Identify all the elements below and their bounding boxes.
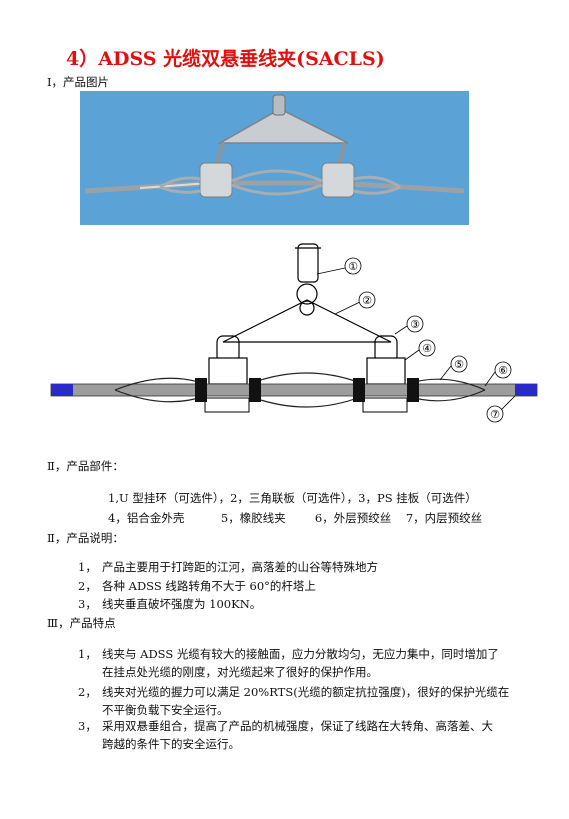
- description-text: 线夹垂直破坏强度为 100KN。: [102, 597, 262, 611]
- description-text: 产品主要用于打跨距的江河，高落差的山谷等特殊地方: [102, 560, 378, 574]
- callout-6: ⑥: [498, 364, 508, 377]
- callout-4: ④: [422, 342, 432, 355]
- feature-line: 线夹与 ADSS 光缆有较大的接触面，应力分散均匀，无应力集中，同时增加了: [102, 647, 499, 661]
- feature-line: 采用双悬垂组合，提高了产品的机械强度，保证了线路在大转角、高落差、大: [102, 719, 493, 733]
- section-heading-product-picture: Ⅰ，产品图片: [47, 75, 110, 89]
- description-num: 1，: [78, 560, 97, 574]
- section-heading-parts: Ⅱ，产品部件：: [47, 459, 124, 473]
- feature-line: 线夹对光缆的握力可以满足 20%RTS(光缆的额定抗拉强度)，很好的保护光缆在: [102, 685, 510, 699]
- section-heading-features: Ⅲ，产品特点: [47, 616, 116, 630]
- parts-line-2: 4，铝合金外壳 5，橡胶线夹 6，外层预绞丝 7，内层预绞丝: [108, 511, 483, 525]
- feature-num: 2，: [78, 685, 97, 699]
- callout-1: ①: [348, 260, 358, 273]
- photo-cable: [84, 180, 465, 194]
- feature-num: 1，: [78, 647, 97, 661]
- feature-line: 跨越的条件下的安全运行。: [102, 737, 240, 751]
- diagram-cable: [50, 383, 538, 397]
- photo-clamp-left: [199, 162, 233, 198]
- diagram-housing-right: [366, 357, 406, 385]
- description-num: 3，: [78, 597, 97, 611]
- photo-clamp-right: [321, 162, 355, 198]
- product-diagram-drawing: ① ② ③ ④ ⑤ ⑥ ⑦: [50, 243, 538, 423]
- section-heading-description: Ⅱ，产品说明：: [47, 531, 124, 545]
- diagram-housing-left: [208, 357, 248, 385]
- callout-3: ③: [410, 318, 420, 331]
- feature-num: 3，: [78, 719, 97, 733]
- callout-7: ⑦: [490, 408, 500, 421]
- callout-2: ②: [362, 294, 372, 307]
- diagram-cable-end-right: [515, 384, 537, 396]
- diagram-cable-end-left: [51, 384, 73, 396]
- callout-5: ⑤: [454, 358, 464, 371]
- feature-line: 不平衡负载下安全运行。: [102, 703, 229, 717]
- feature-line: 在挂点处光缆的刚度，对光缆起来了很好的保护作用。: [102, 665, 378, 679]
- product-diagram: ① ② ③ ④ ⑤ ⑥ ⑦: [45, 234, 545, 433]
- parts-line-1: 1,U 型挂环（可选件），2，三角联板（可选件），3，PS 挂板（可选件）: [108, 491, 477, 505]
- description-num: 2，: [78, 579, 97, 593]
- page-title: 4）ADSS 光缆双悬垂线夹(SACLS): [66, 48, 385, 70]
- photo-u-clevis: [272, 94, 286, 116]
- diagram-u-clevis: [297, 243, 319, 283]
- description-text: 各种 ADSS 线路转角不大于 60°的杆塔上: [102, 579, 316, 593]
- product-photo: [80, 91, 469, 225]
- product-photo-drawing: [84, 94, 465, 198]
- photo-triangle-plate: [217, 108, 349, 144]
